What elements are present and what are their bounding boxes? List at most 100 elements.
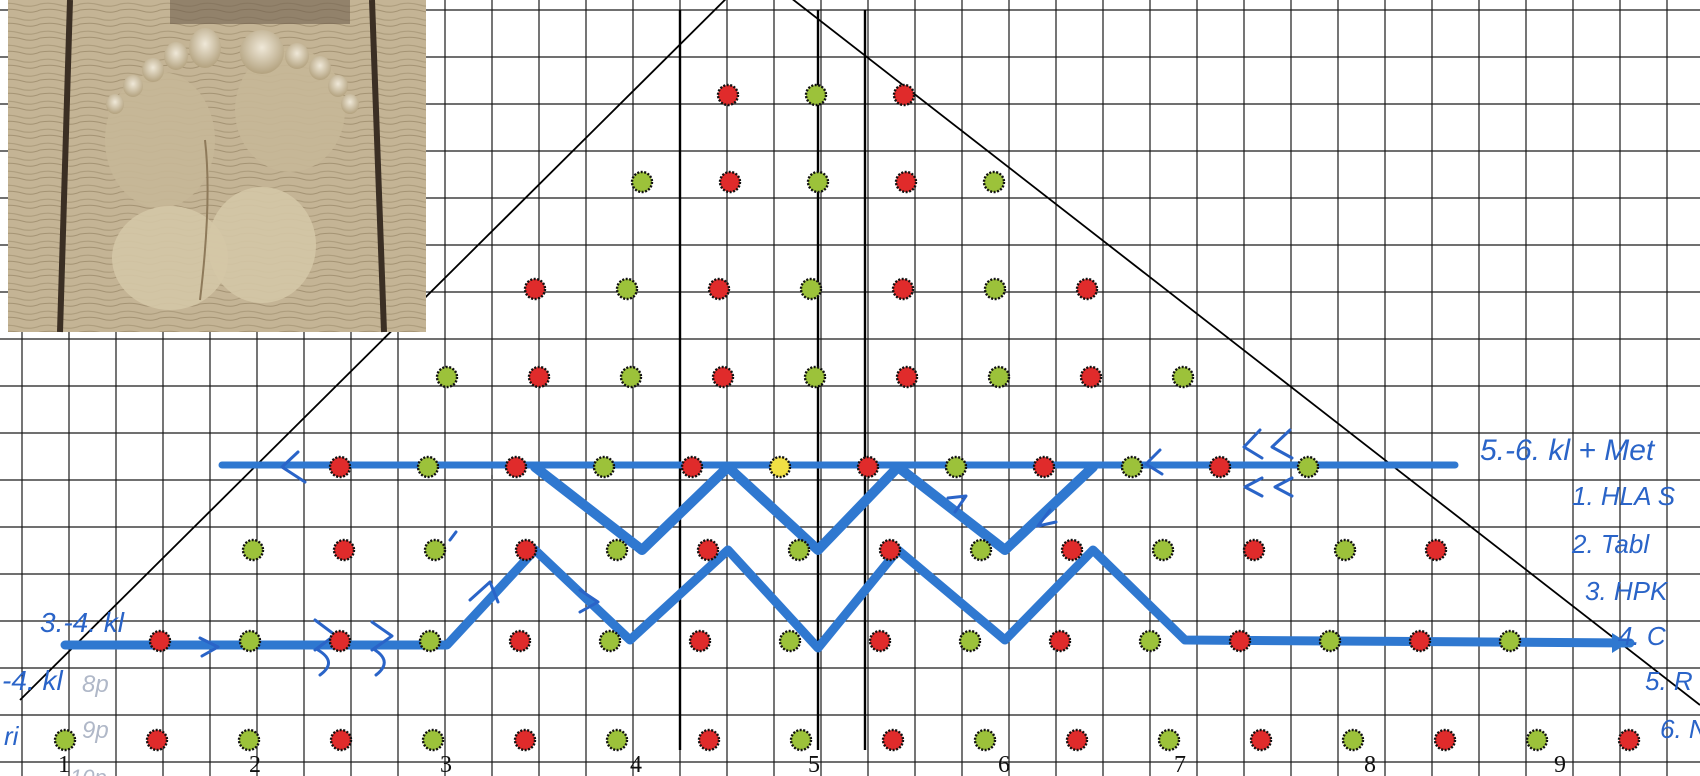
- right-list-item-5: 5. R: [1645, 666, 1693, 696]
- green-dot-marker: [416, 455, 440, 479]
- right-footprint-icon: [208, 30, 359, 303]
- green-dot-marker: [630, 170, 654, 194]
- red-dot-marker: [523, 277, 547, 301]
- green-dot-marker: [1171, 365, 1195, 389]
- upper-row-label: 5.-6. kl + Met: [1480, 434, 1656, 467]
- green-dot-marker: [615, 277, 639, 301]
- red-dot-marker: [1433, 728, 1457, 752]
- red-dot-marker: [148, 629, 172, 653]
- right-list-item-3: 3. HPK: [1585, 576, 1669, 606]
- red-dot-marker: [145, 728, 169, 752]
- yellow-dot-marker: [768, 455, 792, 479]
- green-dot-marker: [421, 728, 445, 752]
- green-dot-marker: [237, 728, 261, 752]
- red-dot-marker: [527, 365, 551, 389]
- green-dot-marker: [969, 538, 993, 562]
- red-dot-marker: [1249, 728, 1273, 752]
- red-dot-marker: [868, 629, 892, 653]
- green-dot-marker: [241, 538, 265, 562]
- gray-8p: 8p: [82, 671, 109, 698]
- green-dot-marker: [982, 170, 1006, 194]
- double-left-arrow-icon: [1242, 428, 1294, 460]
- red-dot-marker: [707, 277, 731, 301]
- gray-9p: 9p: [82, 717, 109, 744]
- triangle-left-side: [19, 0, 727, 701]
- green-dot-marker: [53, 728, 77, 752]
- right-list-item-6: 6. N: [1660, 714, 1700, 744]
- red-dot-marker: [328, 629, 352, 653]
- green-dot-marker: [1120, 455, 1144, 479]
- green-dot-marker: [605, 538, 629, 562]
- red-dot-marker: [856, 455, 880, 479]
- axis-label-6: 6: [998, 752, 1010, 776]
- plank-gap-left: [57, 0, 73, 333]
- green-dot-marker: [958, 629, 982, 653]
- green-dot-marker: [778, 629, 802, 653]
- red-dot-marker: [718, 170, 742, 194]
- green-dot-marker: [983, 277, 1007, 301]
- red-dot-marker: [711, 365, 735, 389]
- red-dot-marker: [508, 629, 532, 653]
- left-side-bottom: ri: [4, 721, 20, 751]
- red-dot-marker: [328, 455, 352, 479]
- green-dot-marker: [1296, 455, 1320, 479]
- axis-label-8: 8: [1364, 752, 1376, 776]
- axis-label-4: 4: [630, 752, 642, 776]
- triangle-right-side: [792, 0, 1700, 706]
- red-dot-marker: [680, 455, 704, 479]
- right-list-item-1: 1. HLA S: [1572, 481, 1676, 511]
- red-dot-marker: [1424, 538, 1448, 562]
- red-dot-marker: [1032, 455, 1056, 479]
- double-left-arrow-lower-icon: [1243, 476, 1294, 498]
- red-dot-marker: [1208, 455, 1232, 479]
- green-dot-marker: [1341, 728, 1365, 752]
- green-dot-marker: [789, 728, 813, 752]
- diag-arrow-up-icon: [468, 580, 500, 604]
- red-dot-marker: [1228, 629, 1252, 653]
- left-footprint-icon: [105, 28, 228, 310]
- right-list-item-4: 4. C: [1618, 621, 1666, 651]
- arrowhead-right-icon: [1612, 633, 1628, 653]
- red-dot-marker: [696, 538, 720, 562]
- green-dot-marker: [598, 629, 622, 653]
- green-dot-marker: [1318, 629, 1342, 653]
- red-dot-marker: [894, 170, 918, 194]
- green-dot-marker: [806, 170, 830, 194]
- hand-arrows: [198, 428, 1628, 677]
- red-dot-marker: [1075, 277, 1099, 301]
- red-dot-marker: [514, 538, 538, 562]
- red-dot-marker: [892, 83, 916, 107]
- diag-arrow-down-icon: [578, 588, 600, 614]
- upright-arrow-icon: [946, 494, 968, 514]
- green-dot-marker: [418, 629, 442, 653]
- axis-label-2: 2: [249, 752, 261, 776]
- red-dot-marker: [716, 83, 740, 107]
- red-dot-marker: [332, 538, 356, 562]
- red-dot-marker: [697, 728, 721, 752]
- green-dot-marker: [944, 455, 968, 479]
- red-dot-marker: [881, 728, 905, 752]
- green-dot-marker: [1333, 538, 1357, 562]
- red-dot-marker: [329, 728, 353, 752]
- tick-mark-icon: [448, 530, 458, 542]
- axis-labels: 1 2 3 4 5 6 7 8 9: [58, 752, 1566, 776]
- upper-zigzag-path: [530, 462, 1098, 555]
- green-dot-marker: [803, 365, 827, 389]
- green-dot-marker: [1151, 538, 1175, 562]
- red-dot-marker: [1079, 365, 1103, 389]
- green-dot-marker: [787, 538, 811, 562]
- plank-gap-right: [369, 0, 387, 333]
- green-dot-marker: [1498, 629, 1522, 653]
- axis-label-9: 9: [1554, 752, 1566, 776]
- green-dot-marker: [1138, 629, 1162, 653]
- lower-zigzag-path: [60, 545, 1635, 653]
- right-list-item-2: 2. Tabl: [1571, 529, 1650, 559]
- green-dot-marker: [973, 728, 997, 752]
- green-dot-marker: [423, 538, 447, 562]
- axis-label-5: 5: [808, 752, 820, 776]
- red-dot-marker: [1048, 629, 1072, 653]
- right-arrow-icon: [198, 636, 220, 658]
- red-dot-marker: [1408, 629, 1432, 653]
